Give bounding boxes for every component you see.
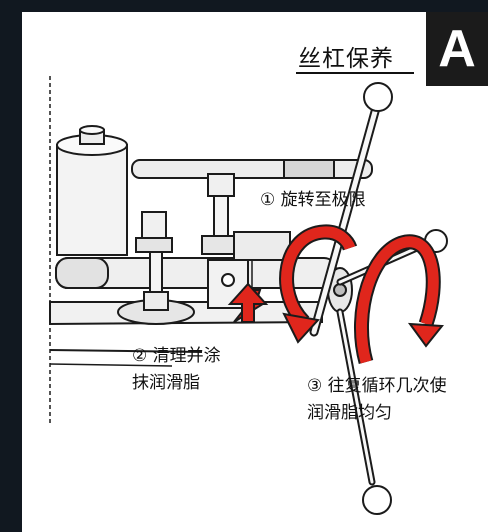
step-1-label: ① 旋转至极限 [260,187,366,214]
left-bolt-assembly [117,211,195,325]
grease-up-arrow [227,282,270,323]
section-title: 丝杠保养 [298,46,394,72]
base-plate-edge-2 [49,363,173,367]
step-3-label: ③ 往复循环几次使 润滑脂均匀 [307,373,447,427]
step-3-number: ③ [307,376,323,396]
center-bolt [201,173,239,255]
rotation-arrow-1 [279,224,358,344]
right-bracket [207,231,291,309]
upper-guide-rod [131,159,373,179]
step-3-line-1: 往复循环几次使 [327,376,447,396]
step-1-number: ① [260,190,276,210]
step-2-label: ② 清理并涂 抹润滑脂 [132,343,221,397]
step-2-line-1: 清理并涂 [152,346,221,366]
step-2-number: ② [132,346,148,366]
diagonal-handle-bar [309,82,393,337]
step-2-line-2: 抹润滑脂 [132,373,200,393]
section-badge: A [426,12,488,86]
step-3-line-2: 润滑脂均匀 [307,403,392,423]
base-plate-edge [49,349,203,353]
oil-cup-cylinder [56,125,128,256]
step-1-text: 旋转至极限 [280,190,366,210]
lead-screw-maintenance-illustration [49,76,448,515]
lower-handle-bar [336,308,392,515]
title-underline [296,72,414,74]
manual-panel: 丝杠保养 A ① 旋转至极限 ② 清理并涂 抹润滑脂 ③ 往复循环几次使 润滑脂… [22,12,488,532]
rotation-arrow-2 [353,234,444,365]
